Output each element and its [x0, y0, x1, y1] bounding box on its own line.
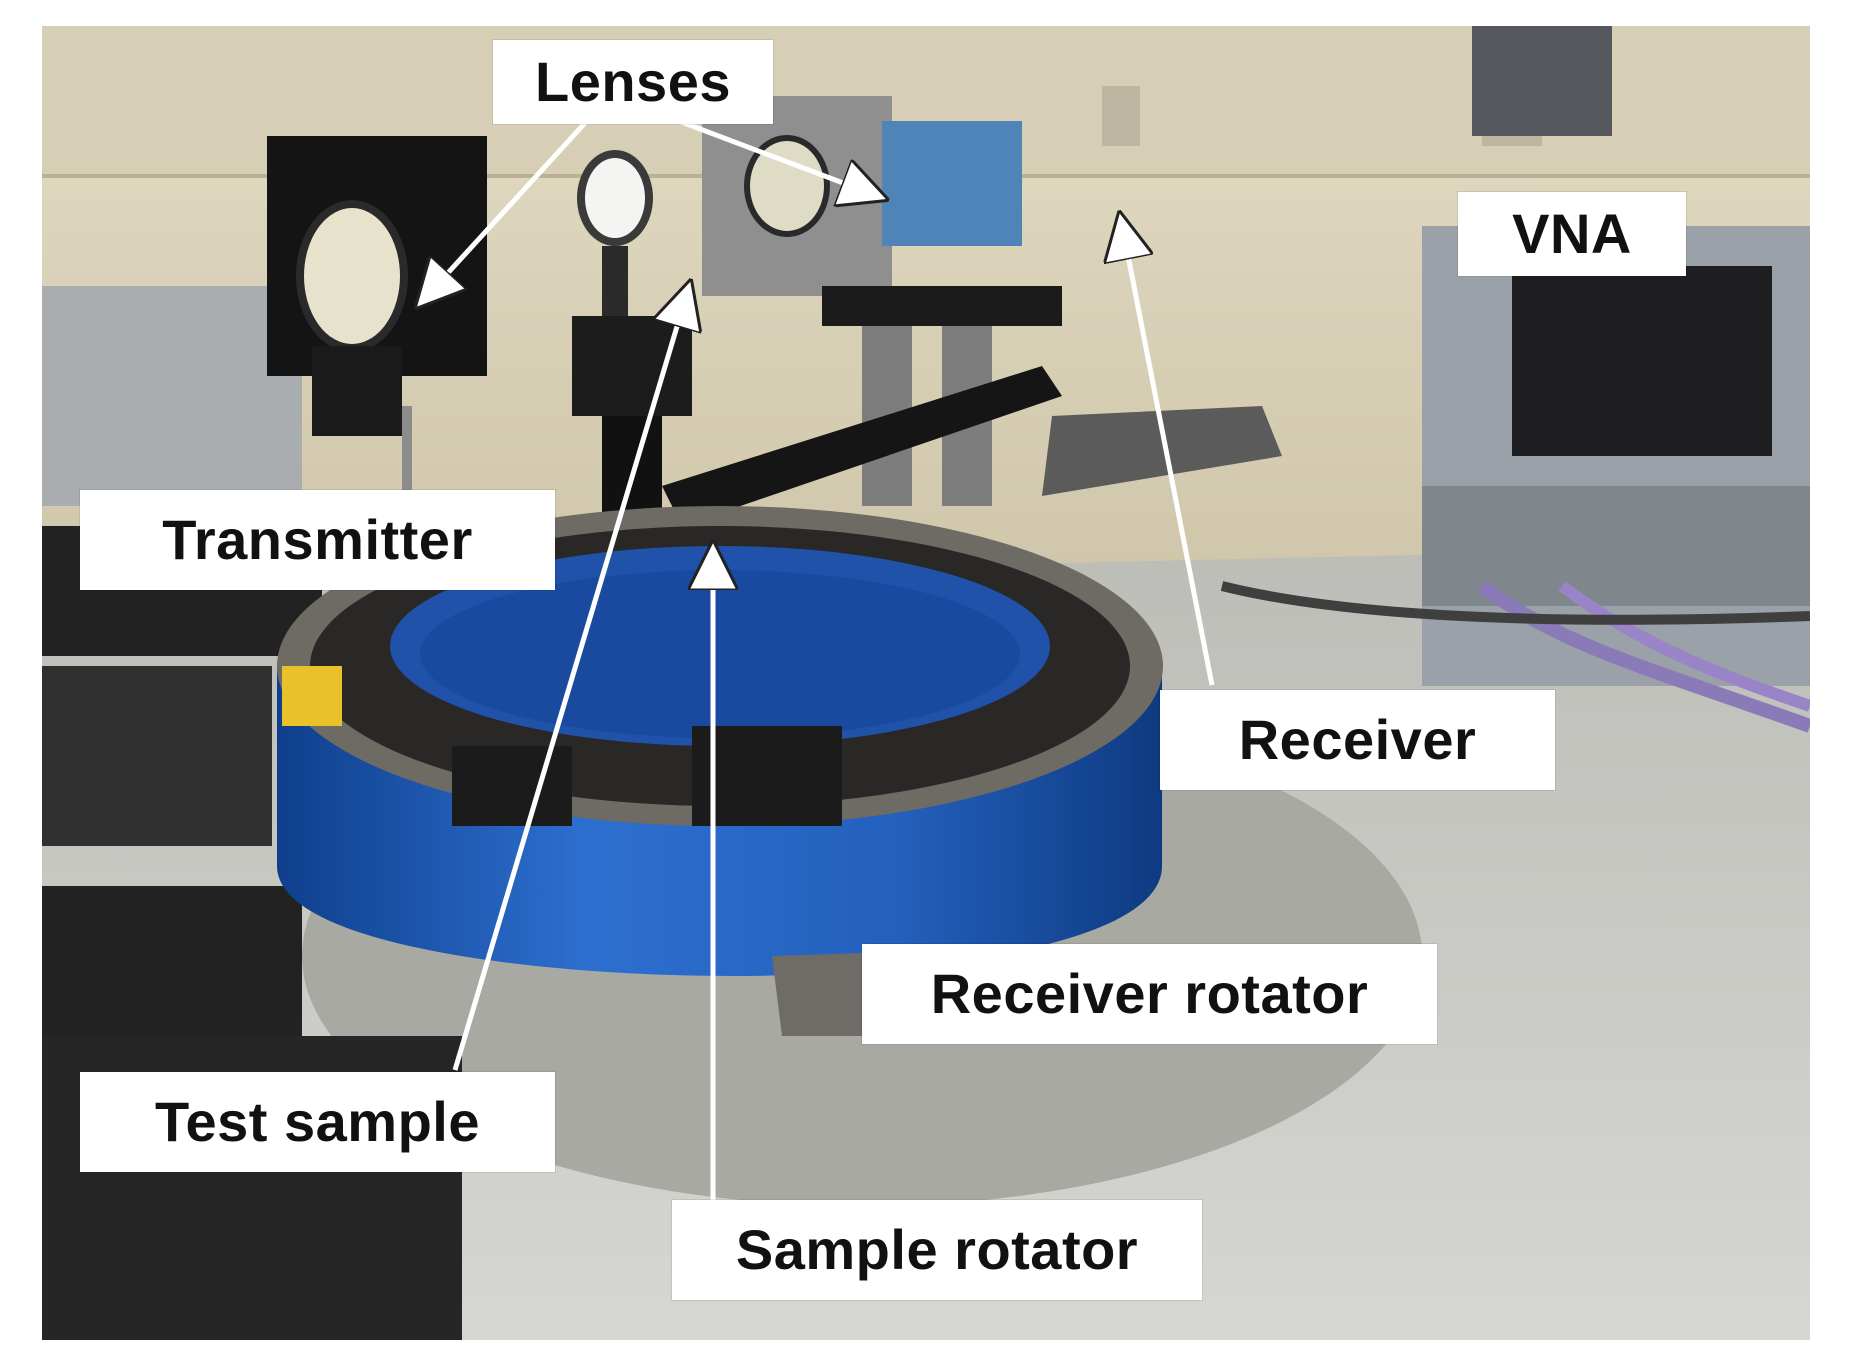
receiver-label: Receiver [1160, 690, 1555, 790]
receiver-rotator-label: Receiver rotator [862, 944, 1437, 1044]
sample-rotator-label: Sample rotator [672, 1200, 1202, 1300]
lenses-label: Lenses [493, 40, 773, 124]
vna-screen [1512, 266, 1772, 456]
test-sample-label: Test sample [80, 1072, 555, 1172]
vna-top-device [1472, 26, 1612, 136]
receiver-unit [882, 121, 1022, 246]
transmitter-label: Transmitter [80, 490, 555, 590]
test-sample-disk [585, 158, 645, 238]
receiver-rail [662, 366, 1062, 526]
vna-label: VNA [1458, 192, 1686, 276]
transmitter-lens [296, 200, 408, 352]
receiver-lens [744, 135, 830, 237]
transmitter-box [42, 286, 302, 506]
